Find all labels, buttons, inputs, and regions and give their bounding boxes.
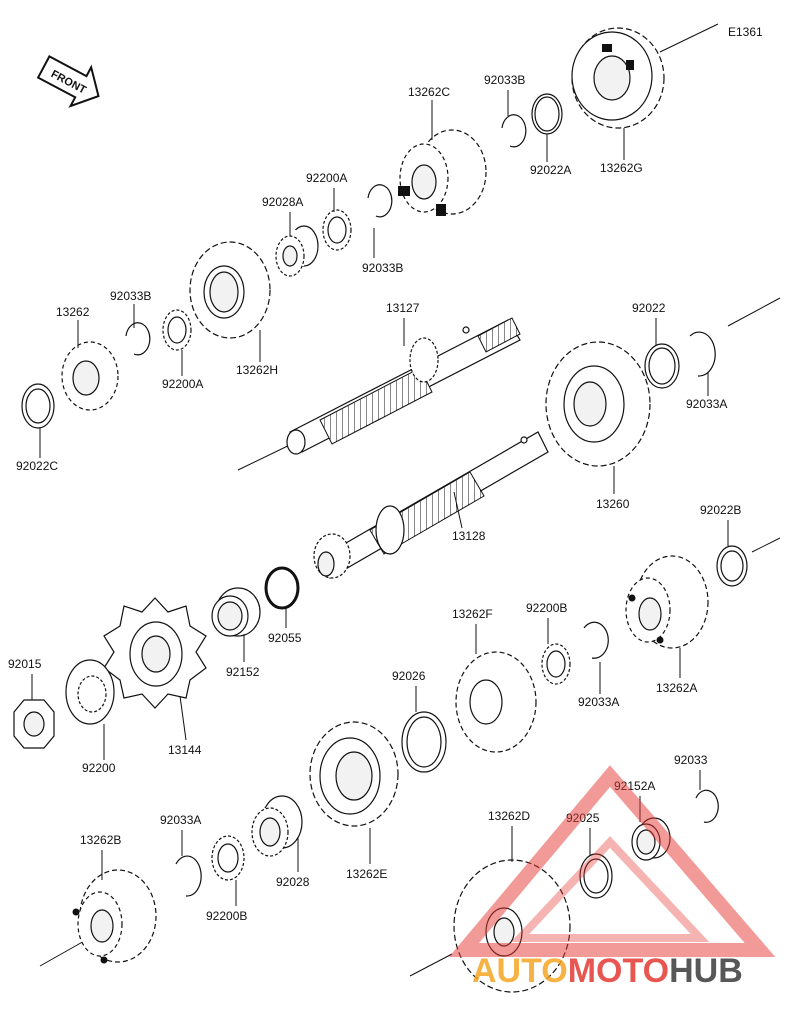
label-92028a: 92028A bbox=[262, 195, 303, 209]
snapring-92033a-right bbox=[689, 331, 716, 377]
sprocket-13144 bbox=[103, 597, 207, 709]
oring-92055 bbox=[264, 566, 300, 610]
label-92026: 92026 bbox=[392, 669, 426, 683]
label-13262c: 13262C bbox=[408, 85, 450, 99]
label-13127: 13127 bbox=[386, 301, 420, 315]
gear-13262a bbox=[625, 555, 709, 649]
label-92033b-mid: 92033B bbox=[362, 261, 403, 275]
label-92200b-low: 92200B bbox=[206, 909, 247, 923]
label-92200a-left: 92200A bbox=[162, 377, 203, 391]
label-13262: 13262 bbox=[56, 305, 90, 319]
label-92022a: 92022A bbox=[530, 163, 571, 177]
label-92200a-top: 92200A bbox=[306, 171, 347, 185]
label-13262b: 13262B bbox=[80, 833, 121, 847]
label-92022c: 92022C bbox=[16, 459, 58, 473]
label-13262h: 13262H bbox=[236, 363, 278, 377]
label-92022b: 92022B bbox=[700, 503, 741, 517]
label-92033b-left: 92033B bbox=[110, 289, 151, 303]
label-92028: 92028 bbox=[276, 875, 310, 889]
gear-13262b bbox=[72, 869, 157, 964]
label-13262g: 13262G bbox=[600, 161, 643, 175]
bearing-92028a bbox=[275, 225, 319, 277]
nut-92015 bbox=[13, 699, 55, 749]
shaft-13127 bbox=[286, 317, 521, 455]
gear-13262h bbox=[189, 241, 271, 339]
label-13262a: 13262A bbox=[656, 681, 697, 695]
bushing-92152 bbox=[211, 587, 261, 637]
snapring-92033 bbox=[695, 789, 719, 823]
snapring-92033a-mid bbox=[583, 621, 609, 659]
shaft-13128 bbox=[313, 431, 549, 579]
bearing-92028 bbox=[251, 795, 303, 857]
diagram-code: E1361 bbox=[728, 25, 763, 39]
snapring-92033b-mid bbox=[367, 184, 393, 218]
label-92033a-low: 92033A bbox=[160, 813, 201, 827]
label-13262d: 13262D bbox=[488, 809, 530, 823]
label-92152: 92152 bbox=[226, 665, 260, 679]
gear-13262g bbox=[571, 27, 665, 129]
gear-13262e bbox=[309, 721, 399, 827]
label-13144: 13144 bbox=[168, 743, 202, 757]
label-92022: 92022 bbox=[632, 301, 666, 315]
svg-text:AUTOMOTOHUB: AUTOMOTOHUB bbox=[472, 952, 743, 990]
label-92200: 92200 bbox=[82, 761, 116, 775]
snapring-92033a-low bbox=[175, 855, 202, 897]
label-13260: 13260 bbox=[596, 497, 630, 511]
gear-13262 bbox=[61, 341, 119, 411]
watermark-logo: AUTOMOTOHUB bbox=[448, 765, 776, 990]
label-92033a-right: 92033A bbox=[686, 397, 727, 411]
label-92200b-mid: 92200B bbox=[526, 601, 567, 615]
watermark-moto: MOTO bbox=[568, 952, 669, 990]
label-13262f: 13262F bbox=[452, 607, 493, 621]
label-92055: 92055 bbox=[268, 631, 302, 645]
label-13262e: 13262E bbox=[346, 867, 387, 881]
watermark-auto: AUTO bbox=[472, 952, 568, 990]
front-arrow-icon: FRONT bbox=[36, 55, 100, 108]
label-92015: 92015 bbox=[8, 657, 42, 671]
snapring-92033b-top bbox=[501, 114, 527, 148]
gear-13262c bbox=[398, 129, 487, 216]
label-13128: 13128 bbox=[452, 529, 486, 543]
label-92033b-top: 92033B bbox=[484, 73, 525, 87]
watermark-hub: HUB bbox=[669, 952, 743, 990]
label-92033a-mid: 92033A bbox=[578, 695, 619, 709]
gear-13260 bbox=[545, 341, 651, 467]
snapring-92033b-left bbox=[125, 322, 151, 356]
label-92033: 92033 bbox=[674, 753, 708, 767]
gear-13262f bbox=[455, 651, 537, 753]
